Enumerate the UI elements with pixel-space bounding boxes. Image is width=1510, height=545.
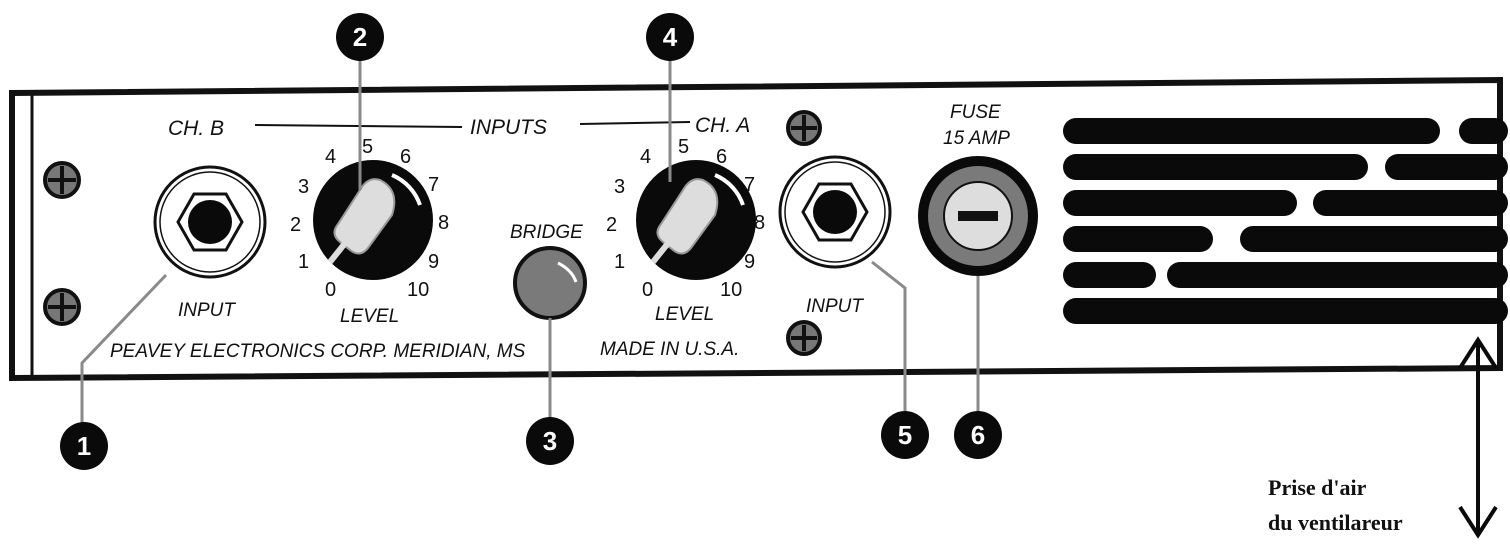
- svg-text:6: 6: [716, 146, 727, 168]
- svg-text:1: 1: [614, 251, 625, 273]
- svg-text:8: 8: [754, 212, 765, 234]
- svg-text:2: 2: [606, 214, 617, 236]
- fuse-rating-label: 15 AMP: [943, 128, 1010, 149]
- level-a-label: LEVEL: [655, 304, 714, 325]
- callout-1: 1: [60, 422, 108, 470]
- svg-text:0: 0: [325, 279, 336, 301]
- svg-text:3: 3: [543, 426, 557, 456]
- svg-text:7: 7: [744, 174, 755, 196]
- leader-lines: [80, 53, 980, 442]
- fuse-label: FUSE: [950, 102, 1001, 123]
- svg-text:2: 2: [353, 22, 367, 52]
- svg-text:9: 9: [744, 251, 755, 273]
- vent-slots: [1063, 118, 1508, 324]
- ch-a-label: CH. A: [695, 114, 750, 137]
- callout-2: 2: [336, 13, 384, 61]
- svg-text:6: 6: [400, 146, 411, 168]
- svg-text:9: 9: [428, 251, 439, 273]
- made-label: MADE IN U.S.A.: [600, 339, 739, 360]
- bridge-button: [513, 246, 587, 320]
- svg-text:10: 10: [720, 279, 742, 301]
- maker-label: PEAVEY ELECTRONICS CORP. MERIDIAN, MS: [110, 341, 526, 362]
- callout-3: 3: [526, 417, 574, 465]
- input-a-label: INPUT: [806, 296, 864, 317]
- dial-scale-b: 0 1 2 3 4 5 6 7 8 9 10: [290, 136, 449, 301]
- double-arrow-icon: [1458, 336, 1498, 539]
- svg-text:4: 4: [325, 146, 336, 168]
- level-a-knob: [636, 160, 756, 280]
- screw-icon: [786, 320, 822, 356]
- input-b-jack: [153, 165, 267, 279]
- svg-text:5: 5: [678, 136, 689, 158]
- svg-text:0: 0: [642, 279, 653, 301]
- svg-text:7: 7: [428, 174, 439, 196]
- inputs-label: INPUTS: [470, 116, 547, 139]
- svg-text:1: 1: [298, 251, 309, 273]
- svg-text:2: 2: [290, 214, 301, 236]
- fuse-holder: [918, 156, 1038, 276]
- svg-text:10: 10: [407, 279, 429, 301]
- svg-text:3: 3: [614, 176, 625, 198]
- screw-icon: [43, 288, 81, 326]
- input-a-jack: [778, 155, 892, 269]
- inputs-rule-right: [579, 121, 691, 125]
- ch-b-label: CH. B: [168, 117, 224, 140]
- bridge-label: BRIDGE: [510, 222, 583, 243]
- svg-text:3: 3: [298, 176, 309, 198]
- level-b-knob: [313, 160, 433, 280]
- callout-6: 6: [954, 411, 1002, 459]
- callout-5: 5: [881, 411, 929, 459]
- svg-text:6: 6: [971, 420, 985, 450]
- svg-text:4: 4: [663, 22, 678, 52]
- svg-text:8: 8: [438, 212, 449, 234]
- air-intake-note-line1: Prise d'air: [1268, 475, 1367, 500]
- level-b-label: LEVEL: [340, 306, 399, 327]
- input-b-label: INPUT: [178, 300, 236, 321]
- screw-icon: [43, 161, 81, 199]
- svg-text:5: 5: [362, 136, 373, 158]
- screw-icon: [786, 110, 822, 146]
- dial-scale-a: 0 1 2 3 4 5 6 7 8 9 10: [606, 136, 765, 301]
- svg-text:4: 4: [640, 146, 651, 168]
- air-intake-note-line2: du ventilareur: [1268, 510, 1403, 535]
- svg-text:5: 5: [898, 420, 912, 450]
- callout-4: 4: [646, 13, 694, 61]
- svg-text:1: 1: [77, 431, 91, 461]
